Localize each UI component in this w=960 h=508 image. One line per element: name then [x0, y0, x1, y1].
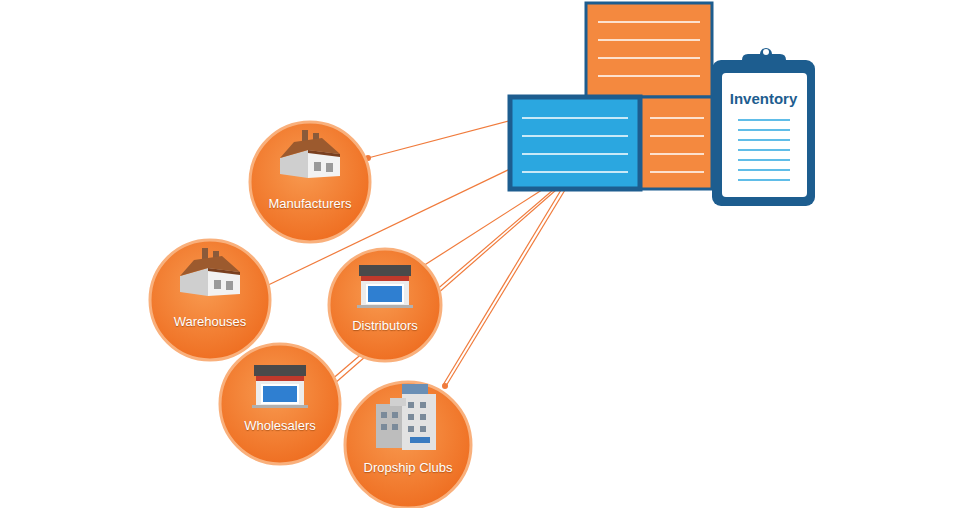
channel-label: Warehouses — [148, 314, 272, 329]
channel-label: Wholesalers — [218, 418, 342, 433]
factory-icon — [180, 248, 240, 296]
clipboard-title: Inventory — [712, 90, 815, 107]
shop-icon — [252, 365, 308, 408]
channel-label: Distributors — [327, 318, 443, 333]
circle-shape — [248, 120, 372, 244]
circle-outline — [220, 344, 340, 464]
circle-outline — [345, 382, 471, 508]
shop-icon — [357, 265, 413, 308]
channel-circle: Warehouses — [148, 238, 272, 362]
circle-shape — [148, 238, 272, 362]
channel-label: Manufacturers — [248, 196, 372, 211]
clipboard-details — [722, 48, 807, 197]
circle-outline — [329, 249, 441, 361]
channel-label: Dropship Clubs — [343, 460, 473, 475]
channel-circle: Manufacturers — [248, 120, 372, 244]
circle-outline — [150, 240, 270, 360]
circle-outline — [250, 122, 370, 242]
factory-icon — [280, 130, 340, 178]
clipboard-outline — [712, 60, 815, 206]
building-icon — [376, 384, 436, 450]
stacked-boxes — [510, 3, 712, 189]
